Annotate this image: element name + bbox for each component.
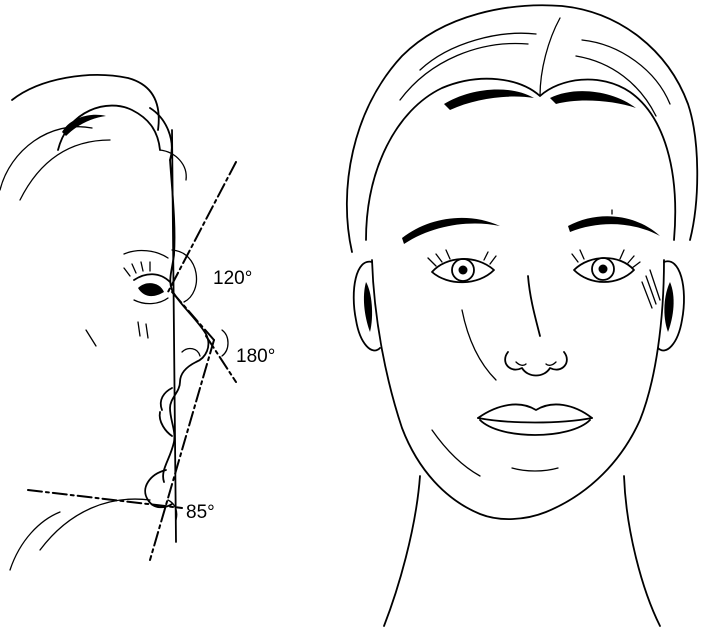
chin-horizontal-line — [28, 490, 182, 508]
nasal-dorsum-line — [172, 292, 214, 340]
frontal-upper-lip — [478, 404, 592, 418]
profile-neck — [10, 512, 60, 570]
frontal-left-eyebrow — [402, 218, 500, 244]
frontal-left-ear-shadow — [364, 282, 372, 332]
frontal-lip-line — [478, 418, 592, 423]
frontal-left-pupil — [459, 266, 468, 275]
profile-brow — [124, 251, 168, 258]
nasal-tip-angle-label: 180° — [236, 346, 275, 367]
frontal-nose-bridge — [528, 276, 540, 336]
profile-hair-strand-2 — [20, 140, 110, 200]
frontal-hair-strand-4 — [576, 56, 656, 116]
frontal-nostrils — [516, 362, 556, 365]
frontal-hairline — [366, 79, 675, 240]
frontal-hair-outline — [347, 5, 697, 252]
frontal-hair-strand-2 — [420, 33, 536, 70]
profile-eye-upper-lid — [134, 274, 170, 282]
frontal-cheek-line — [462, 310, 496, 380]
profile-view: 120° 180° 85° — [0, 75, 275, 570]
frontal-hair-shadow-right — [550, 91, 636, 108]
chin-angle-label: 85° — [186, 502, 215, 523]
frontal-hair-shadow-left — [444, 89, 534, 110]
profile-hair-strand — [0, 127, 92, 190]
profile-cheek-mark-2 — [138, 322, 148, 338]
nasofrontal-angle-label: 120° — [213, 268, 252, 289]
frontal-hair-part — [540, 18, 560, 96]
frontal-neck-right — [624, 476, 660, 626]
profile-cheek-mark — [86, 330, 96, 346]
frontal-jaw-shading — [432, 430, 480, 476]
profile-under-eye — [134, 298, 168, 304]
frontal-chin-line — [512, 468, 558, 471]
profile-nostril — [182, 349, 200, 356]
frontal-right-pupil — [599, 265, 608, 274]
frontal-temple-shading — [642, 270, 660, 308]
profile-eye-iris — [138, 283, 164, 296]
profile-jaw — [40, 499, 150, 550]
nasal-tip-line — [206, 336, 236, 382]
frontal-right-ear-shadow — [664, 282, 673, 332]
frontal-nose-base — [505, 352, 567, 376]
frontal-right-eyebrow — [568, 216, 660, 236]
frontal-face-outline — [372, 260, 664, 519]
frontal-view — [347, 5, 697, 626]
profile-hair-shadow — [62, 115, 106, 136]
frontal-neck-left — [384, 476, 420, 626]
nasal-tip-angle-arc — [222, 330, 228, 356]
